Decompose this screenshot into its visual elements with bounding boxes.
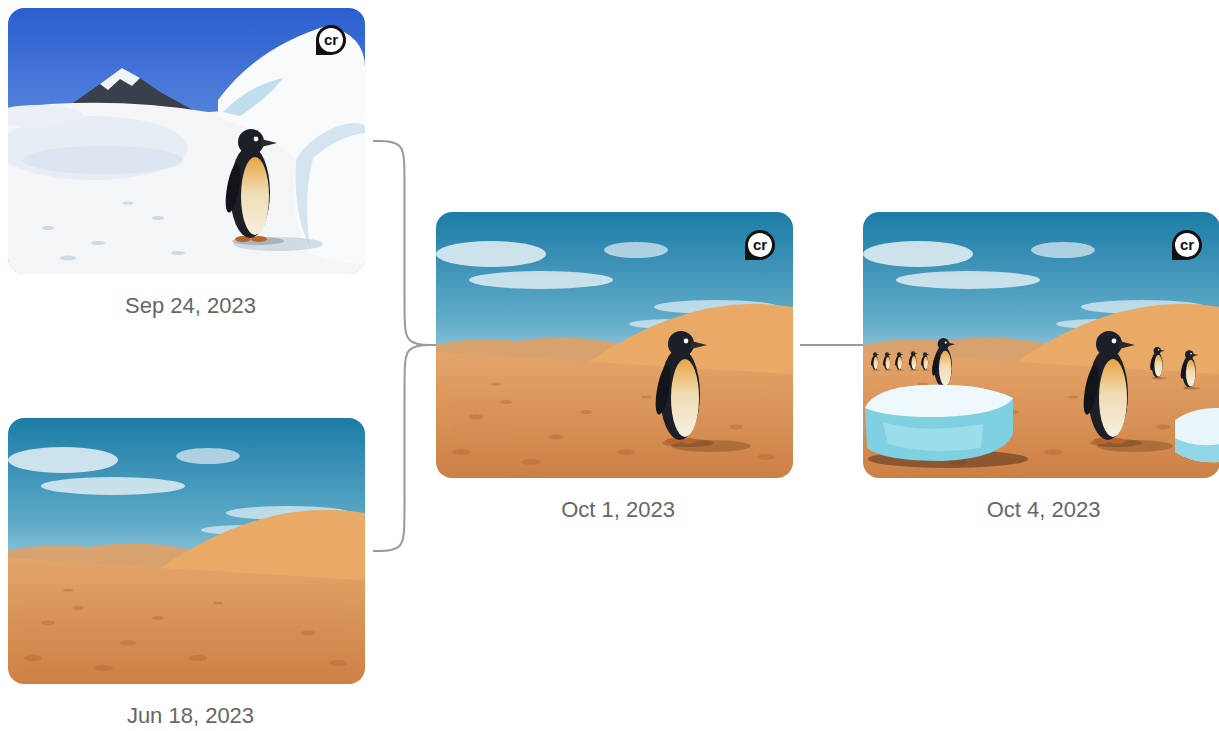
badge-letters: cr <box>324 32 338 47</box>
penguin <box>921 352 931 371</box>
badges <box>316 25 1202 260</box>
image-card: Oct 1, 2023 <box>436 212 800 523</box>
ice-shadow <box>296 123 365 248</box>
penguin <box>1180 350 1201 389</box>
date-label: Jun 18, 2023 <box>8 703 373 729</box>
connector <box>373 345 436 551</box>
penguin <box>1149 347 1166 379</box>
badge-outline <box>316 25 346 55</box>
date-label: Oct 1, 2023 <box>436 497 800 523</box>
date-label: Oct 4, 2023 <box>863 497 1219 523</box>
badge-fill <box>319 28 343 52</box>
badge-fill <box>748 233 772 257</box>
badge-outline <box>745 230 775 260</box>
image-frame <box>863 212 1219 478</box>
snow-shadow <box>23 146 183 174</box>
desert-penguin-photo <box>436 212 793 478</box>
desert-scene <box>8 418 365 684</box>
credential-badge <box>1172 230 1202 260</box>
desert-scene <box>436 212 793 478</box>
image-frame <box>8 8 373 274</box>
penguin <box>883 352 893 371</box>
image-card: Jun 18, 2023 <box>8 418 373 729</box>
penguin <box>931 338 959 390</box>
penguin <box>223 129 284 245</box>
connector <box>800 344 863 346</box>
desert-ice-photo <box>863 212 1219 478</box>
penguin <box>895 352 905 371</box>
connector <box>373 141 436 345</box>
ice-top <box>865 385 1013 417</box>
ice-face <box>1175 438 1219 462</box>
snow-photo <box>8 8 365 274</box>
image-frame <box>8 418 373 684</box>
badge-letters: cr <box>1180 237 1194 252</box>
ice-block <box>865 385 1013 461</box>
date-label: Sep 24, 2023 <box>8 293 373 319</box>
mountain-snow <box>100 68 140 90</box>
penguin <box>908 351 918 371</box>
credential-badge <box>745 230 775 260</box>
penguin <box>653 331 714 447</box>
badge-outline <box>1172 230 1202 260</box>
desert-photo <box>8 418 365 684</box>
badge-fill <box>1175 233 1199 257</box>
image-card: Oct 4, 2023 <box>863 212 1219 523</box>
desert-scene <box>863 212 1219 478</box>
ice-block <box>218 26 365 264</box>
credential-badge <box>316 25 346 55</box>
ice-crack <box>223 78 283 116</box>
snow-footprints <box>42 202 185 261</box>
badge-letters: cr <box>753 237 767 252</box>
ice-face <box>883 422 983 451</box>
ice-block <box>1175 408 1219 462</box>
penguin <box>871 352 881 371</box>
image-card: Sep 24, 2023 <box>8 8 373 319</box>
snow-mound <box>8 105 83 127</box>
penguin <box>1081 331 1142 447</box>
image-frame <box>436 212 800 478</box>
